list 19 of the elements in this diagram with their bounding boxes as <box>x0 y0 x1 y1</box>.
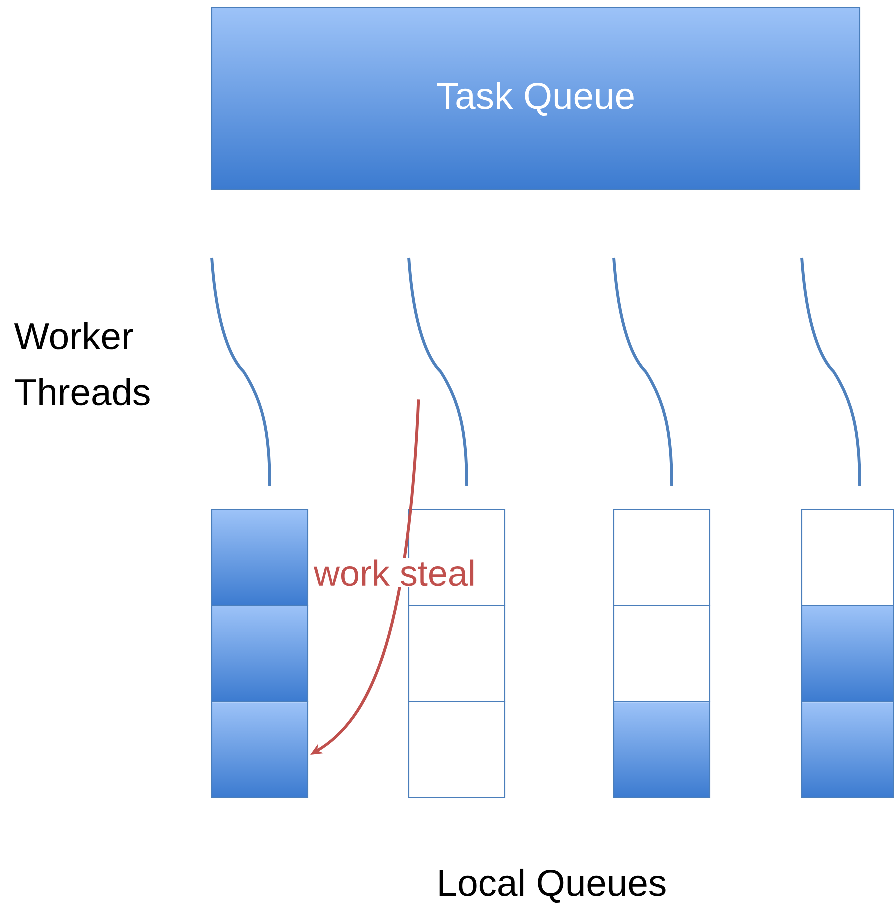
worker-thread-drawing <box>210 258 272 486</box>
queue-slot <box>801 701 894 799</box>
edge-label: work steal <box>312 558 478 588</box>
worker-thread-drawing <box>408 258 468 486</box>
queue-slot <box>801 509 894 607</box>
worker-thread-drawing <box>612 258 674 486</box>
queue-slot <box>613 605 711 703</box>
axis-label: Worker Threads <box>14 322 150 406</box>
queue-slot <box>211 701 309 799</box>
worker-thread-drawing <box>800 258 862 486</box>
queue-slot <box>408 701 506 799</box>
axis-label: Local Queues <box>440 868 666 904</box>
queue-slot <box>801 605 894 703</box>
queue-slot <box>408 605 506 703</box>
queue-slot <box>613 509 711 607</box>
queue-slot <box>613 701 711 799</box>
queue-slot <box>211 605 309 703</box>
task-queue-box: Task Queue <box>211 7 861 191</box>
queue-slot <box>211 509 309 607</box>
